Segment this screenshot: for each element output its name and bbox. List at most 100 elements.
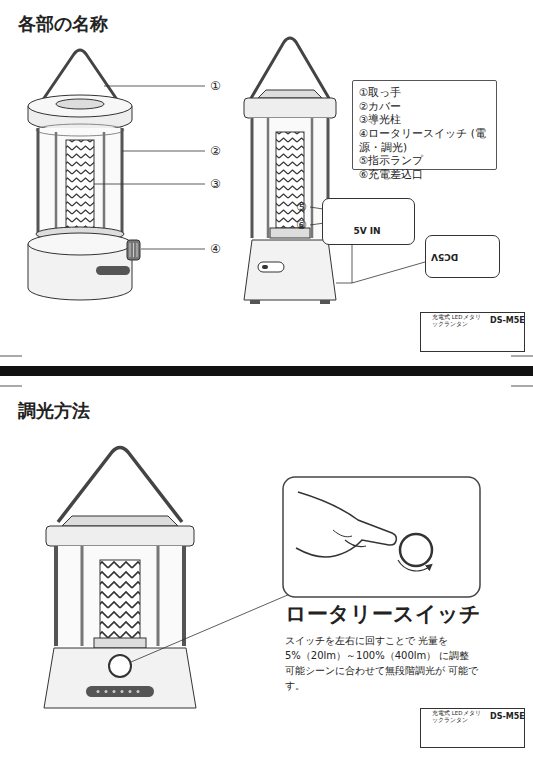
lantern-large bbox=[129, 690, 132, 693]
page-frame bbox=[511, 386, 533, 387]
lantern-front-view bbox=[96, 266, 130, 275]
page-frame bbox=[0, 356, 22, 357]
lantern-large bbox=[54, 546, 58, 646]
node-heading: 調光方法 bbox=[18, 399, 90, 422]
node-heading: 充電式 LEDメタリックランタン bbox=[432, 314, 484, 328]
parts-list-item: ②カバー bbox=[359, 100, 490, 114]
callout-box: ロータリースイッチスイッチを左右に回すことで 光量を5%（20lm）～100%（… bbox=[283, 477, 483, 702]
parts-list-item: ⑥充電差込口 bbox=[359, 168, 490, 182]
parts-list-item: ⑤指示ランプ bbox=[359, 154, 490, 168]
lantern-back-view bbox=[250, 300, 260, 304]
lantern-large bbox=[44, 448, 290, 709]
lantern-back-view bbox=[262, 265, 268, 269]
lantern-large bbox=[54, 546, 186, 646]
lantern-front-view bbox=[133, 243, 134, 257]
callout-number: ⑤ bbox=[296, 201, 307, 213]
lantern-front-view bbox=[36, 124, 124, 136]
lantern-back-view bbox=[244, 240, 336, 300]
closeup-box: DC5V bbox=[425, 235, 500, 278]
lantern-back-view bbox=[311, 118, 314, 238]
parts-list-item: ③導光柱 bbox=[359, 113, 490, 127]
lantern-large bbox=[94, 638, 146, 648]
callout-number: ④ bbox=[210, 243, 221, 255]
callout-hand bbox=[296, 492, 396, 557]
leader-line bbox=[94, 184, 205, 185]
leader-line bbox=[141, 249, 205, 250]
lantern-front-view bbox=[28, 50, 140, 300]
lantern-back-view bbox=[258, 90, 322, 98]
lantern-large bbox=[86, 686, 154, 697]
lantern-front-view bbox=[103, 132, 106, 238]
lantern-back-view bbox=[244, 98, 336, 118]
lantern-back-view bbox=[267, 118, 270, 238]
node-heading: 各部の名称 bbox=[18, 12, 108, 35]
lantern-large bbox=[97, 690, 100, 693]
leader-line bbox=[122, 151, 205, 152]
lantern-front-view bbox=[37, 128, 40, 234]
callout-number: ① bbox=[210, 80, 221, 92]
lantern-large bbox=[100, 560, 140, 640]
lantern-large bbox=[109, 655, 131, 677]
callout-number: ⑥ bbox=[296, 219, 307, 231]
closeup-box: 5V IN bbox=[322, 198, 415, 245]
lantern-back-view bbox=[320, 300, 330, 304]
callout-number: ③ bbox=[210, 178, 221, 190]
lantern-large bbox=[58, 448, 182, 523]
callout-number: ② bbox=[210, 145, 221, 157]
node-body: DS-M5E bbox=[490, 712, 526, 722]
leader-line bbox=[94, 86, 205, 249]
panel: 調光方法ロータリースイッチスイッチを左右に回すことで 光量を5%（20lm）～1… bbox=[0, 385, 533, 764]
callout-hand bbox=[283, 477, 480, 597]
callout-hand bbox=[400, 534, 432, 566]
parts-list-item: ①取っ手 bbox=[359, 86, 490, 100]
lantern-front-view bbox=[121, 128, 124, 234]
lantern-large bbox=[113, 690, 116, 693]
node-heading: DC5V bbox=[431, 250, 458, 262]
callout-hand bbox=[333, 530, 352, 537]
spec-table: 充電式 LEDメタリックランタン DS-M5E bbox=[420, 708, 525, 748]
lantern-back-view bbox=[250, 118, 330, 238]
spec-table: 充電式 LEDメタリックランタン DS-M5E bbox=[420, 312, 525, 352]
node-heading: 充電式 LEDメタリックランタン bbox=[432, 710, 484, 724]
lantern-back-view bbox=[336, 245, 425, 283]
page-frame bbox=[511, 356, 533, 357]
parts-list-item: ④ロータリースイッチ (電源・調光) bbox=[359, 127, 490, 154]
lantern-front-view bbox=[28, 233, 132, 255]
lantern-large bbox=[46, 526, 194, 546]
lantern-large bbox=[81, 546, 84, 646]
node-heading: ロータリースイッチ bbox=[285, 601, 485, 628]
page-frame bbox=[0, 366, 533, 376]
page-frame bbox=[0, 386, 22, 387]
lantern-large bbox=[182, 546, 186, 646]
lantern-front-view bbox=[55, 132, 58, 238]
lantern-front-view bbox=[28, 95, 132, 117]
lantern-large bbox=[44, 648, 196, 708]
lantern-front-view bbox=[137, 243, 138, 257]
callout-hand bbox=[398, 560, 430, 571]
node-body: スイッチを左右に回すことで 光量を5%（20lm）～100%（400lm） に調… bbox=[285, 633, 479, 693]
lantern-large bbox=[131, 594, 290, 662]
lantern-large bbox=[157, 546, 160, 646]
lantern-large bbox=[62, 516, 178, 526]
lantern-large bbox=[105, 690, 108, 693]
lantern-front-view bbox=[66, 140, 94, 230]
node-body: DS-M5E bbox=[490, 316, 526, 326]
lantern-back-view bbox=[276, 132, 304, 228]
lantern-back-view bbox=[250, 38, 330, 100]
lantern-back-view bbox=[251, 118, 254, 238]
lantern-front-view bbox=[36, 128, 124, 234]
panel: 各部の名称 ①取っ手②カバー③導光柱④ロータリースイッチ (電源・調光)⑤指示ラン… bbox=[0, 0, 533, 358]
lantern-large bbox=[121, 690, 124, 693]
callout-hand bbox=[345, 540, 366, 547]
lantern-front-view bbox=[127, 240, 140, 260]
callout-hand bbox=[283, 477, 480, 597]
lantern-back-view bbox=[258, 262, 284, 272]
parts-list: ①取っ手②カバー③導光柱④ロータリースイッチ (電源・調光)⑤指示ランプ⑥充電差… bbox=[352, 80, 497, 170]
lantern-large bbox=[137, 690, 140, 693]
leader-line bbox=[104, 86, 205, 87]
lantern-front-view bbox=[56, 99, 104, 109]
lantern-front-view bbox=[130, 243, 131, 257]
